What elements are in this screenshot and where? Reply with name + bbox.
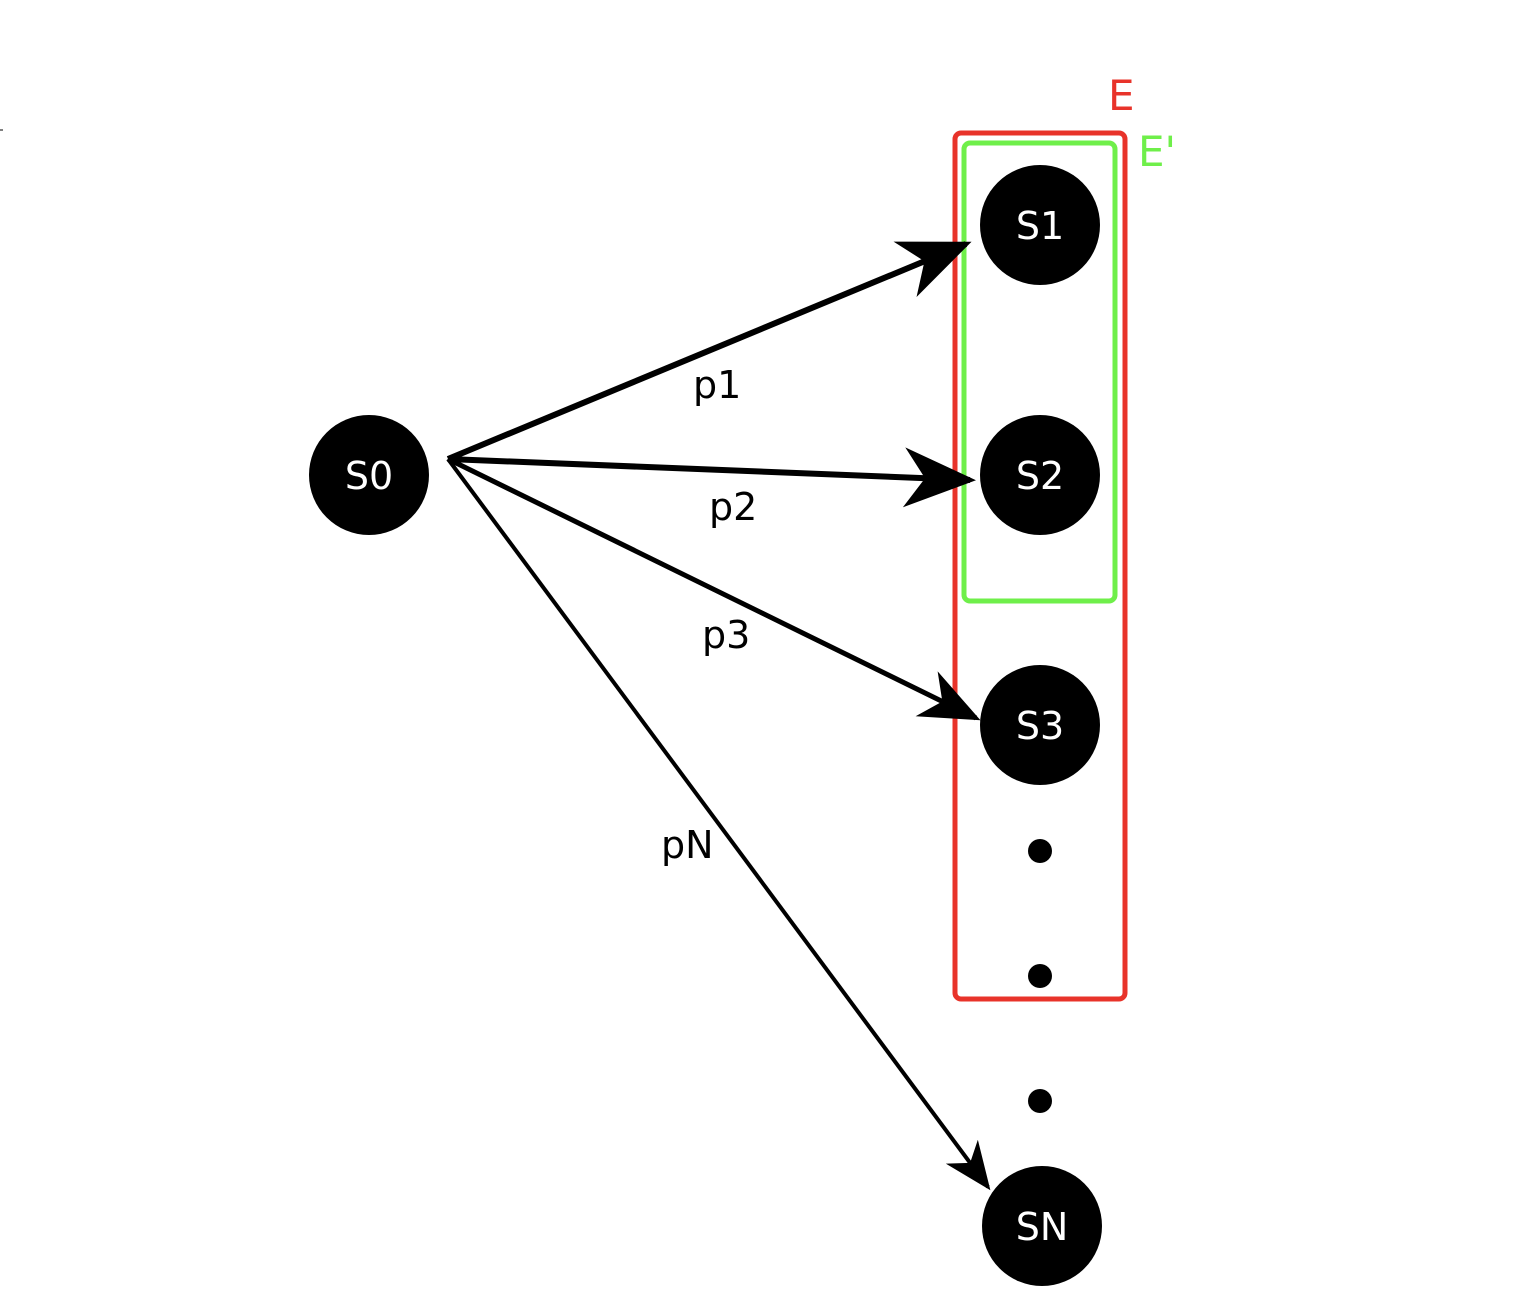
node-s2-label: S2 <box>1016 454 1064 498</box>
edge-s0-s2 <box>447 447 976 508</box>
node-s3-label: S3 <box>1016 704 1064 748</box>
set-e-box <box>952 130 1128 1002</box>
set-e-prime-box <box>961 140 1118 604</box>
edge-s0-sn <box>446 457 991 1191</box>
edge-s0-s3 <box>446 456 981 721</box>
edge-label-p3: p3 <box>702 613 750 657</box>
node-s2-circle <box>980 415 1100 535</box>
edges <box>446 241 991 1191</box>
node-s0-circle <box>309 415 429 535</box>
edge-s0-s1 <box>446 241 972 462</box>
set-e-prime-label: E' <box>1138 127 1176 176</box>
node-sn-label: SN <box>1016 1205 1069 1249</box>
node-s2: S2 <box>980 415 1100 535</box>
edge-label-p1: p1 <box>693 363 741 407</box>
set-e-label: E <box>1108 71 1135 120</box>
node-sn: SN <box>982 1166 1102 1286</box>
ellipsis-dot <box>1028 1089 1052 1113</box>
ellipsis-dot <box>1028 839 1052 863</box>
node-s3-circle <box>980 665 1100 785</box>
node-s3: S3 <box>980 665 1100 785</box>
node-s1-label: S1 <box>1016 204 1064 248</box>
node-s1-circle <box>980 165 1100 285</box>
edge-label-pn: pN <box>661 823 714 867</box>
node-sn-circle <box>982 1166 1102 1286</box>
ellipsis-dot <box>1028 964 1052 988</box>
node-s0: S0 <box>309 415 429 535</box>
edge-label-p2: p2 <box>709 485 757 529</box>
node-s0-label: S0 <box>345 454 393 498</box>
node-s1: S1 <box>980 165 1100 285</box>
